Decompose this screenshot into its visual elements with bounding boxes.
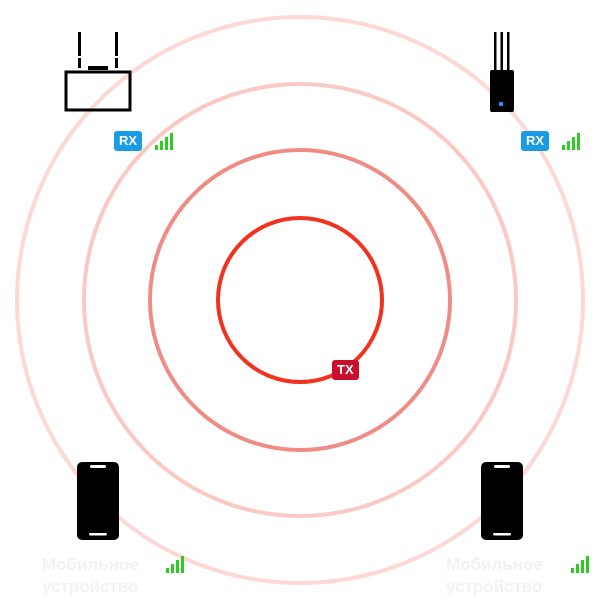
ring-second: [148, 148, 452, 452]
mobile-caption-right: Мобильное устройство: [446, 554, 543, 598]
smartphone-icon: [481, 462, 523, 540]
mobile-caption-line2: устройство: [42, 577, 139, 596]
rx-badge-left: RX: [114, 131, 143, 151]
signal-strength-icon: [571, 556, 589, 573]
ring-inner: [216, 216, 384, 384]
tx-badge: TX: [332, 360, 359, 380]
mobile-caption-line1: Мобильное: [42, 555, 139, 574]
mobile-caption-left: Мобильное устройство: [42, 554, 139, 598]
signal-strength-icon: [155, 133, 173, 150]
mobile-caption-line2: устройство: [446, 577, 543, 596]
router-icon: [64, 32, 132, 112]
mobile-caption-line1: Мобильное: [446, 555, 543, 574]
access-point-icon: [490, 32, 514, 112]
signal-strength-icon: [562, 133, 580, 150]
smartphone-icon: [77, 462, 119, 540]
ring-outer: [15, 15, 585, 585]
rx-badge-right: RX: [521, 131, 550, 151]
signal-strength-icon: [166, 556, 184, 573]
ring-third: [82, 82, 518, 518]
